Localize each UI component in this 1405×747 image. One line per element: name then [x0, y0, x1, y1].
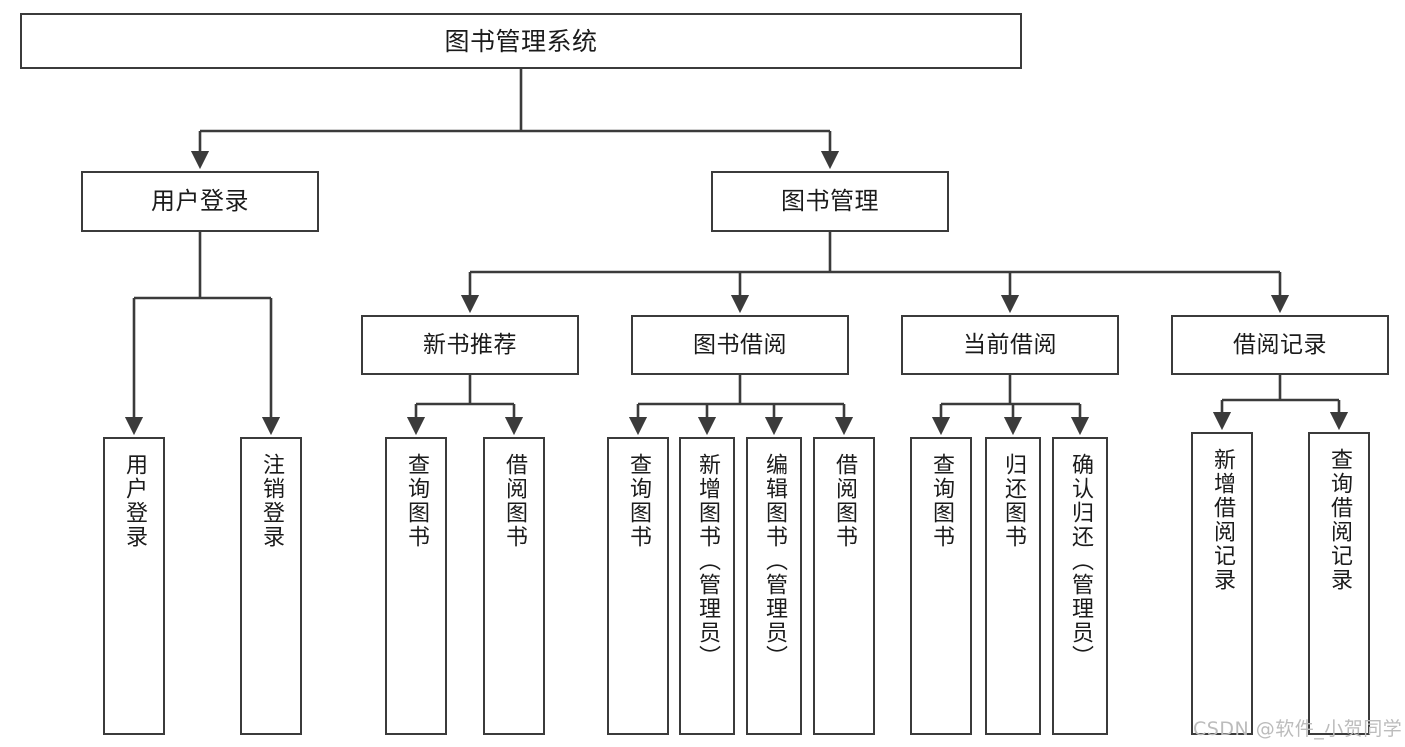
node-user-login-label: 用户登录 [151, 186, 249, 215]
leaf-borrow-book[interactable]: 借阅图书 [813, 437, 875, 735]
leaf-query-book-current-label: 查询图书 [929, 453, 954, 549]
leaf-edit-book-admin-label: 编辑图书（管理员） [762, 453, 787, 669]
leaf-borrow-book-newbook[interactable]: 借阅图书 [483, 437, 545, 735]
node-book-management[interactable]: 图书管理 [711, 171, 949, 232]
node-current-borrow[interactable]: 当前借阅 [901, 315, 1119, 375]
leaf-confirm-return-admin-label: 确认归还（管理员） [1068, 453, 1093, 669]
leaf-logout-label: 注销登录 [259, 453, 284, 549]
leaf-add-book-admin-label: 新增图书（管理员） [695, 453, 720, 669]
node-new-book-recommend-label: 新书推荐 [423, 331, 517, 358]
leaf-logout[interactable]: 注销登录 [240, 437, 302, 735]
csdn-watermark: CSDN @软件_小贺同学 [1193, 718, 1403, 740]
node-user-login[interactable]: 用户登录 [81, 171, 319, 232]
leaf-query-book-newbook-label: 查询图书 [404, 453, 429, 549]
node-root[interactable]: 图书管理系统 [20, 13, 1022, 69]
node-root-label: 图书管理系统 [444, 26, 598, 56]
leaf-borrow-book-newbook-label: 借阅图书 [502, 453, 527, 549]
node-book-borrow[interactable]: 图书借阅 [631, 315, 849, 375]
leaf-query-book-newbook[interactable]: 查询图书 [385, 437, 447, 735]
leaf-user-login-label: 用户登录 [122, 453, 147, 549]
leaf-query-borrow-record[interactable]: 查询借阅记录 [1308, 432, 1370, 735]
leaf-confirm-return-admin[interactable]: 确认归还（管理员） [1052, 437, 1108, 735]
leaf-borrow-book-label: 借阅图书 [832, 453, 857, 549]
leaf-edit-book-admin[interactable]: 编辑图书（管理员） [746, 437, 802, 735]
leaf-add-borrow-record[interactable]: 新增借阅记录 [1191, 432, 1253, 735]
leaf-add-borrow-record-label: 新增借阅记录 [1210, 448, 1235, 592]
leaf-return-book-label: 归还图书 [1001, 453, 1026, 549]
node-book-management-label: 图书管理 [781, 186, 879, 215]
node-current-borrow-label: 当前借阅 [963, 331, 1057, 358]
leaf-query-book-borrow[interactable]: 查询图书 [607, 437, 669, 735]
node-new-book-recommend[interactable]: 新书推荐 [361, 315, 579, 375]
node-borrow-record[interactable]: 借阅记录 [1171, 315, 1389, 375]
leaf-query-borrow-record-label: 查询借阅记录 [1327, 448, 1352, 592]
leaf-return-book[interactable]: 归还图书 [985, 437, 1041, 735]
leaf-query-book-borrow-label: 查询图书 [626, 453, 651, 549]
leaf-user-login[interactable]: 用户登录 [103, 437, 165, 735]
leaf-add-book-admin[interactable]: 新增图书（管理员） [679, 437, 735, 735]
leaf-query-book-current[interactable]: 查询图书 [910, 437, 972, 735]
node-book-borrow-label: 图书借阅 [693, 331, 787, 358]
node-borrow-record-label: 借阅记录 [1233, 331, 1327, 358]
